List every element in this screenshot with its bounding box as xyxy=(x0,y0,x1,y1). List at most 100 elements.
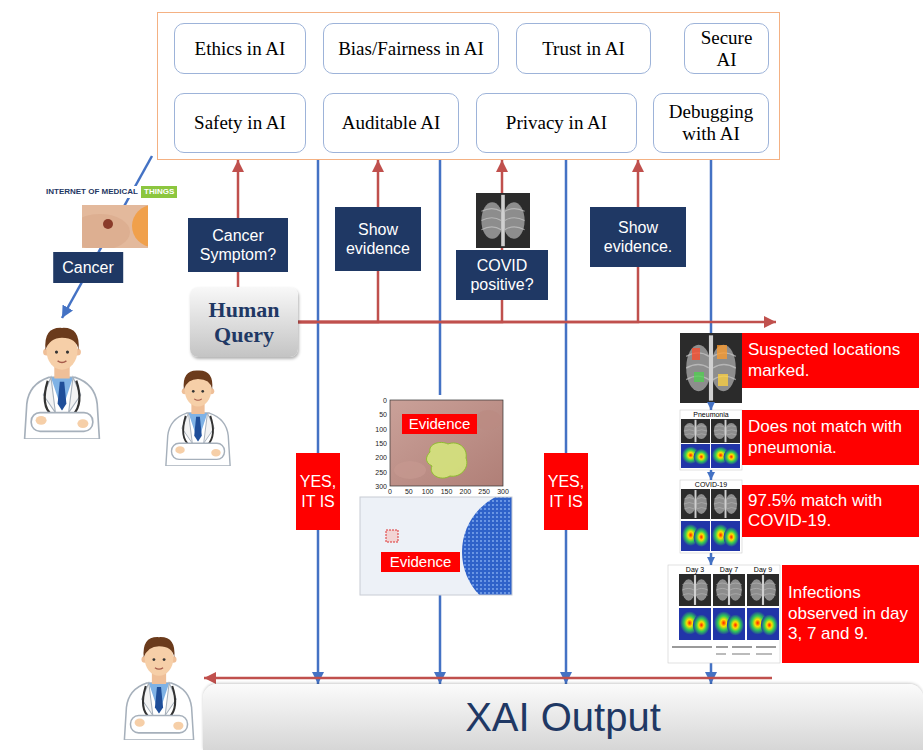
daily-heatmaps xyxy=(679,608,711,640)
xray-marked xyxy=(680,333,742,403)
edge-label: Show evidence xyxy=(335,207,421,271)
topic-box: Trust in AI xyxy=(516,23,651,74)
topic-box: Auditable AI xyxy=(323,93,459,153)
skin-photo xyxy=(82,205,148,248)
finding-callout: Infections observed in day 3, 7 and 9. xyxy=(782,565,919,663)
topic-box: Debugging with AI xyxy=(653,93,769,153)
xray-marked xyxy=(692,348,700,360)
topic-box: Secure AI xyxy=(684,23,769,74)
axis-tick: 100 xyxy=(374,425,388,432)
xray-marked xyxy=(694,372,704,382)
connector-arrow xyxy=(317,160,320,684)
axis-tick: 200 xyxy=(374,454,388,461)
connector-group xyxy=(238,160,711,684)
image-title: Day 3 xyxy=(686,566,704,573)
finding-callout: 97.5% match with COVID-19. xyxy=(742,485,919,537)
node-text: 97.5% match with COVID-19. xyxy=(748,491,913,532)
doctor-icon xyxy=(166,370,230,466)
finding-callout: Does not match with pneumonia. xyxy=(742,410,919,465)
pneumonia-heatmap xyxy=(711,419,740,443)
evidence-photo xyxy=(462,497,512,595)
node-text: Ethics in AI xyxy=(195,38,286,60)
edge-label: Show evidence. xyxy=(590,207,686,267)
daily-heatmaps xyxy=(732,646,752,648)
covid-heatmap xyxy=(681,489,710,519)
axis-tick: 300 xyxy=(374,483,388,490)
covid-heatmap xyxy=(680,480,742,553)
evidence-tag: Evidence xyxy=(402,414,477,434)
node-text: Trust in AI xyxy=(542,38,625,60)
daily-heatmaps xyxy=(672,646,712,648)
daily-heatmaps xyxy=(716,653,726,655)
node-text: Debugging with AI xyxy=(659,101,763,145)
evidence-plot xyxy=(390,400,503,486)
topic-box: Privacy in AI xyxy=(476,93,637,153)
daily-heatmaps xyxy=(732,653,750,655)
image-title: Day 7 xyxy=(720,566,738,573)
topic-box: Bias/Fairness in AI xyxy=(323,23,499,74)
axis-tick: 250 xyxy=(374,468,388,475)
query-line xyxy=(298,321,776,324)
output-return-arrow xyxy=(204,677,772,680)
daily-heatmaps xyxy=(679,574,711,606)
axis-tick: 150 xyxy=(374,440,388,447)
step-arrow xyxy=(710,403,712,410)
covid-heatmap xyxy=(680,480,742,553)
evidence-plot xyxy=(372,395,510,497)
daily-heatmaps xyxy=(756,646,776,648)
axis-tick: 250 xyxy=(477,488,491,495)
node-text: Privacy in AI xyxy=(506,112,607,134)
node-text: XAI Output xyxy=(465,695,661,740)
evidence-plot xyxy=(394,461,426,479)
evidence-tag: Evidence xyxy=(381,552,460,572)
axis-tick: 50 xyxy=(378,411,388,418)
node-text: Evidence xyxy=(409,415,471,433)
axis-tick: 0 xyxy=(382,397,388,404)
daily-heatmaps xyxy=(713,608,745,640)
axis-tick: 150 xyxy=(440,488,454,495)
chest-xray xyxy=(476,193,530,248)
pneumonia-heatmap xyxy=(711,444,740,468)
edge-label: Cancer Symptom? xyxy=(188,218,288,272)
daily-heatmaps xyxy=(668,565,780,663)
node-text: Suspected locations marked. xyxy=(748,340,913,381)
node-text: Human Query xyxy=(194,297,294,348)
pneumonia-heatmap xyxy=(680,410,742,470)
topic-box: Ethics in AI xyxy=(174,23,306,74)
evidence-plot xyxy=(372,395,510,497)
axis-tick: 50 xyxy=(404,488,414,495)
node-text: Bias/Fairness in AI xyxy=(338,38,484,60)
finding-callout: Suspected locations marked. xyxy=(742,333,919,388)
node-text: Evidence xyxy=(390,553,452,571)
logo-text: THINGS xyxy=(141,186,177,198)
pneumonia-heatmap xyxy=(680,410,742,470)
edge-label: YES, IT IS xyxy=(296,453,340,530)
image-title: COVID-19 xyxy=(695,481,727,488)
axis-tick: 300 xyxy=(496,488,510,495)
evidence-plot xyxy=(475,410,501,430)
axis-tick: 0 xyxy=(387,488,393,495)
connector-arrow xyxy=(565,160,568,684)
image-title: Day 9 xyxy=(754,566,772,573)
node-text: Does not match with pneumonia. xyxy=(748,417,913,458)
doctor-icon xyxy=(25,328,100,439)
axis-tick: 200 xyxy=(458,488,472,495)
covid-heatmap xyxy=(681,521,710,551)
topic-box: Safety in AI xyxy=(174,93,306,153)
node-text: Auditable AI xyxy=(342,112,441,134)
edge-label: COVID positive? xyxy=(456,250,548,300)
skin-photo xyxy=(103,219,113,229)
skin-photo xyxy=(70,205,174,250)
doctor-icon xyxy=(124,637,193,740)
covid-heatmap xyxy=(711,489,740,519)
daily-heatmaps xyxy=(747,574,779,606)
evidence-plot xyxy=(390,400,503,486)
node-text: Safety in AI xyxy=(194,112,286,134)
node-text: Secure AI xyxy=(690,27,763,71)
step-arrow xyxy=(710,553,712,565)
evidence-photo xyxy=(462,497,512,595)
daily-heatmaps xyxy=(668,565,780,663)
callout-label: Cancer xyxy=(53,252,123,283)
skin-photo xyxy=(82,214,130,248)
